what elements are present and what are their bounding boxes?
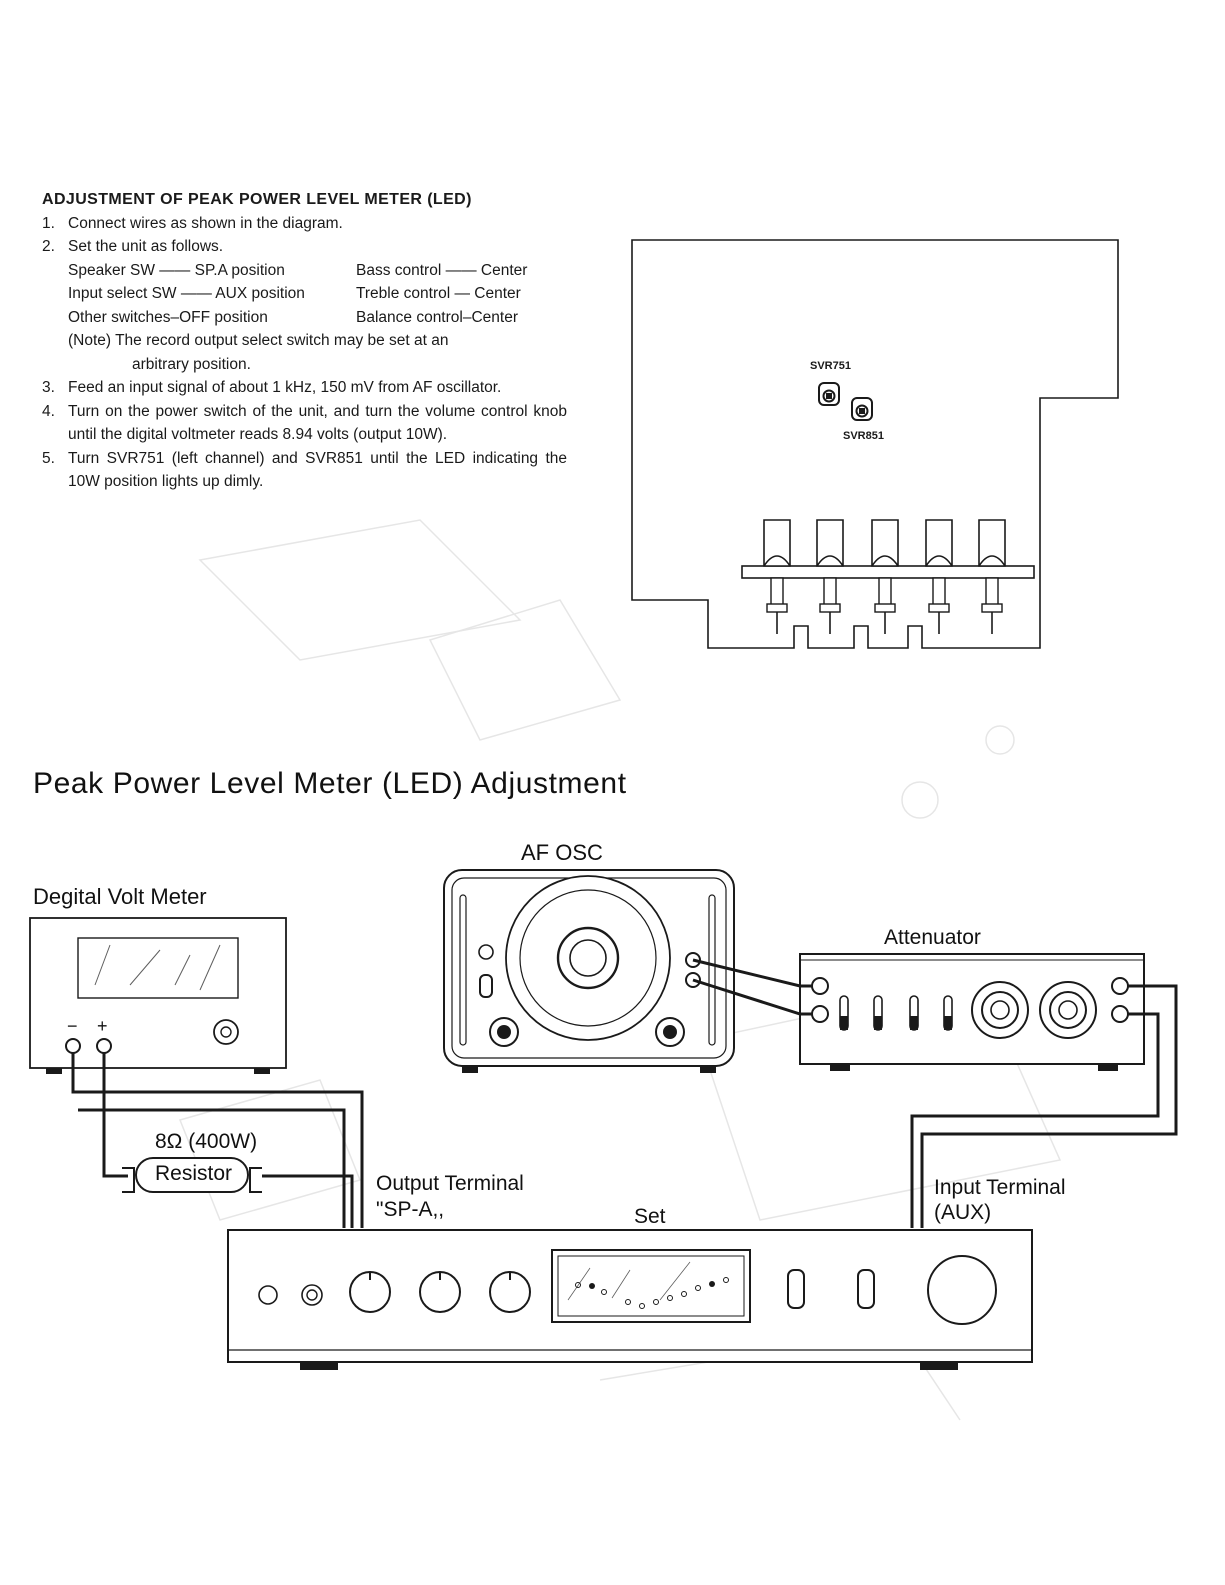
led-icon	[978, 519, 1006, 634]
attenuator-switch-icon	[873, 995, 883, 1031]
attenuator-switch-icon	[909, 995, 919, 1031]
setting-left: Speaker SW —— SP.A position	[68, 261, 285, 279]
step-number: 5.	[42, 449, 55, 467]
set-label: Set	[634, 1205, 666, 1228]
procedure-step: 2. Set the unit as follows.	[42, 235, 567, 259]
resistor-label: Resistor	[155, 1162, 233, 1185]
diagram-title: Peak Power Level Meter (LED) Adjustment	[33, 767, 627, 800]
dvm-minus-label: −	[67, 1016, 78, 1036]
setting-row: Input select SW —— AUX position Treble c…	[42, 282, 567, 306]
dvm-label: Degital Volt Meter	[33, 884, 207, 909]
led-array	[763, 519, 1006, 634]
procedure-step: 1. Connect wires as shown in the diagram…	[42, 212, 567, 236]
adjustment-procedure: ADJUSTMENT OF PEAK POWER LEVEL METER (LE…	[42, 188, 567, 494]
input-terminal-label: Input Terminal	[934, 1176, 1066, 1199]
procedure-step: 5. Turn SVR751 (left channel) and SVR851…	[42, 447, 567, 494]
setting-left: Input select SW —— AUX position	[68, 285, 305, 302]
amplifier-set	[227, 1229, 1033, 1370]
svr851-label: SVR851	[843, 430, 884, 442]
led-icon	[925, 519, 953, 634]
setting-left: Other switches–OFF position	[68, 308, 268, 326]
dvm-knob-icon	[213, 1019, 239, 1045]
attenuator-label: Attenuator	[884, 926, 981, 949]
dvm-plus-jack-icon	[96, 1038, 112, 1054]
procedure-heading: ADJUSTMENT OF PEAK POWER LEVEL METER (LE…	[42, 191, 472, 208]
procedure-note: (Note) The record output select switch m…	[68, 332, 449, 349]
dvm-plus-label: +	[97, 1016, 108, 1036]
set-led-meter-icon	[551, 1249, 751, 1323]
attenuator	[799, 953, 1145, 1071]
resistor-value-label: 8Ω (400W)	[155, 1130, 258, 1153]
set-knob-icon	[419, 1271, 461, 1313]
attenuator-knob-icon	[971, 981, 1029, 1039]
step-text: Turn on the power switch of the unit, an…	[68, 402, 567, 444]
setting-right: Bass control —— Center	[356, 261, 528, 279]
af-osc-dial-icon	[505, 875, 671, 1041]
led-icon	[871, 519, 899, 634]
procedure-step: 3. Feed an input signal of about 1 kHz, …	[42, 376, 567, 400]
attenuator-switch-icon	[839, 995, 849, 1031]
connection-cables	[71, 958, 1178, 1228]
step-number: 2.	[42, 238, 55, 255]
digital-volt-meter	[29, 917, 287, 1074]
led-icon	[763, 519, 791, 634]
setting-row: Speaker SW —— SP.A position Bass control…	[42, 259, 567, 283]
set-knob-icon	[349, 1271, 391, 1313]
step-text: Connect wires as shown in the diagram.	[68, 214, 343, 232]
setting-row: Other switches–OFF position Balance cont…	[42, 306, 567, 330]
step-number: 4.	[42, 402, 55, 420]
setting-right: Balance control–Center	[356, 308, 518, 326]
led-icon	[816, 519, 844, 634]
af-oscillator	[443, 869, 735, 1073]
resistor-icon	[122, 1157, 262, 1193]
attenuator-knob-icon	[1039, 981, 1097, 1039]
step-text: Feed an input signal of about 1 kHz, 150…	[68, 379, 502, 396]
step-number: 1.	[42, 214, 55, 232]
attenuator-switch-icon	[943, 995, 953, 1031]
procedure-note-cont: arbitrary position.	[132, 355, 251, 373]
svr751-label: SVR751	[810, 360, 851, 372]
step-number: 3.	[42, 379, 55, 396]
input-terminal-sub-label: (AUX)	[934, 1201, 992, 1224]
dvm-minus-jack-icon	[65, 1038, 81, 1054]
setting-right: Treble control — Center	[356, 285, 521, 302]
step-text: Set the unit as follows.	[68, 238, 224, 255]
procedure-step: 4. Turn on the power switch of the unit,…	[42, 400, 567, 447]
output-terminal-label: Output Terminal	[376, 1172, 524, 1195]
volume-knob-icon	[927, 1255, 997, 1325]
set-knob-icon	[489, 1271, 531, 1313]
svr751-trimmer-icon	[818, 382, 840, 406]
af-osc-label: AF OSC	[521, 840, 603, 865]
step-text: Turn SVR751 (left channel) and SVR851 un…	[68, 449, 567, 491]
output-terminal-sub-label: "SP-A,,	[376, 1198, 445, 1221]
svr851-trimmer-icon	[851, 397, 873, 421]
